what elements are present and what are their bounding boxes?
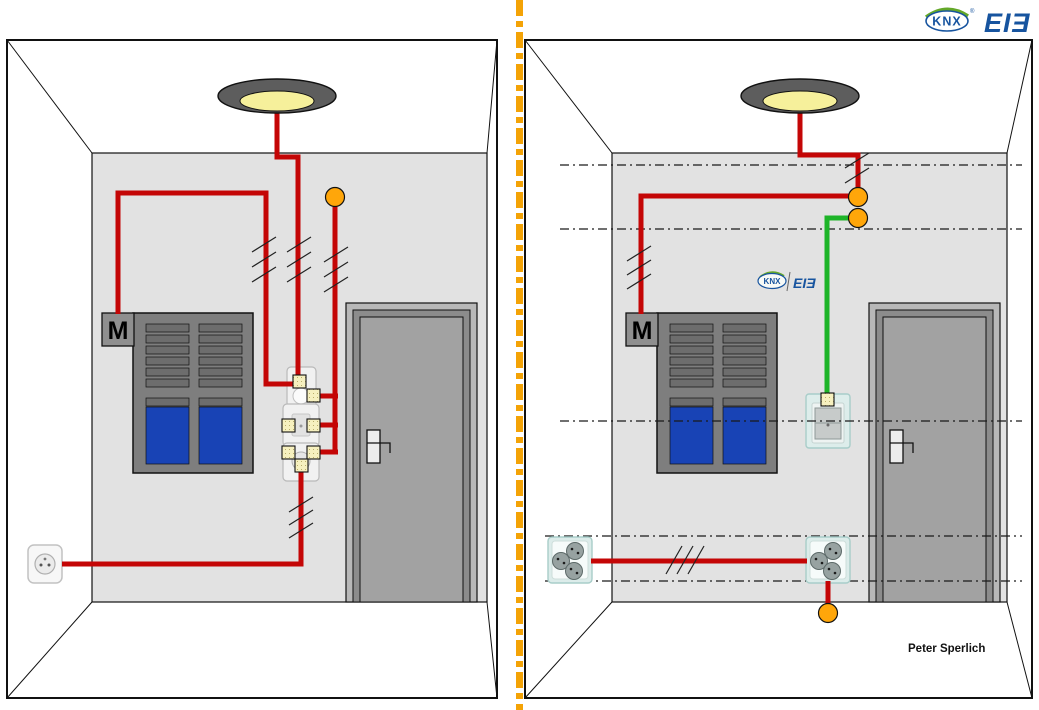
bus-logo-divider: [786, 271, 791, 292]
bus-logo-knx-text: KNX: [764, 277, 782, 286]
socket-wire: [62, 470, 304, 567]
connection-point: [306, 418, 321, 433]
credit-text: Peter Sperlich: [908, 643, 985, 655]
motor-label: M: [632, 317, 653, 345]
connection-point: [281, 445, 296, 460]
knx-logo-text: KNX: [932, 15, 961, 29]
connection-point: [294, 458, 309, 473]
door: [868, 302, 1001, 603]
perspective-lines: [524, 39, 1033, 699]
motor-box: M: [625, 312, 659, 347]
junction-circle: [324, 186, 346, 208]
junction-circle: [847, 186, 869, 208]
motor-box: M: [101, 312, 135, 347]
right-room-panel: M: [524, 39, 1033, 699]
wall-socket-icon: [27, 544, 63, 584]
motor-wire: [115, 190, 294, 387]
knx-logo-oval: [925, 10, 969, 32]
conduit-slash-marks: [251, 236, 349, 539]
connection-point: [292, 374, 307, 389]
connection-point: [820, 392, 835, 407]
eib-logo-text: EIƎ: [984, 8, 1031, 38]
junction-circle: [817, 602, 839, 624]
connection-point: [306, 388, 321, 403]
installation-zone-lines: [545, 164, 1022, 582]
knx-eib-logo: KNX ® EIƎ: [924, 7, 1031, 38]
lamp-wire: [274, 112, 301, 380]
motor-wire: [638, 193, 853, 314]
door: [345, 302, 478, 603]
triple-socket-icon: [547, 536, 593, 584]
lamp-wire: [797, 112, 861, 192]
ceiling-lamp-icon: [217, 78, 337, 114]
ceiling-lamp-icon: [740, 78, 860, 114]
bus-logo-eib-text: EIƎ: [793, 275, 816, 291]
left-room-panel: M: [6, 39, 498, 699]
connection-point: [306, 445, 321, 460]
window-blind: [133, 313, 253, 473]
window-blind: [657, 313, 777, 473]
junction-circle: [847, 207, 869, 229]
perspective-lines: [6, 39, 498, 699]
bus-knx-eib-logo: KNX EIƎ: [757, 271, 816, 292]
junction-to-switch-wire: [318, 205, 338, 455]
motor-label: M: [108, 317, 129, 345]
connection-point: [281, 418, 296, 433]
conduit-slash-marks: [626, 152, 870, 575]
triple-socket-icon: [805, 536, 851, 584]
registered-mark: ®: [970, 8, 975, 15]
bus-wire: [824, 215, 851, 398]
